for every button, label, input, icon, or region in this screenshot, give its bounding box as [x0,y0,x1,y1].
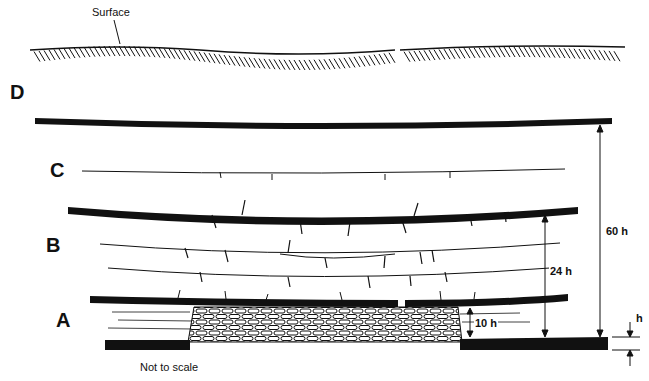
thin-layer [82,169,565,173]
dimension-label: 60 h [605,226,629,237]
coal-seam [460,337,608,350]
collapsed-rubble [188,307,462,342]
fracture [212,200,506,236]
leader-line [114,20,120,44]
dimension-label: 24 h [549,266,573,277]
stratum-letter: D [10,82,24,102]
fracture [178,290,475,300]
rock-bed [90,296,398,307]
stratum-letter: A [56,310,70,330]
soil-hatching [34,46,620,70]
fracture [220,172,450,180]
dimension-label: h [635,313,644,324]
surface-label: Surface [92,7,130,18]
fracture [185,240,447,288]
note-text: Not to scale [140,362,198,373]
thin-layer [108,268,550,277]
stratum-letter: C [50,160,64,180]
coal-seam [105,340,190,350]
thin-layer [100,243,560,253]
rock-bed [35,118,612,129]
dimension-label: 10 h [474,318,498,329]
separation [280,254,395,258]
rock-bed [68,207,578,225]
dimension-line [467,125,640,366]
stratum-letter: B [46,235,60,255]
rock-bed [405,294,568,307]
ground-surface [400,46,625,50]
